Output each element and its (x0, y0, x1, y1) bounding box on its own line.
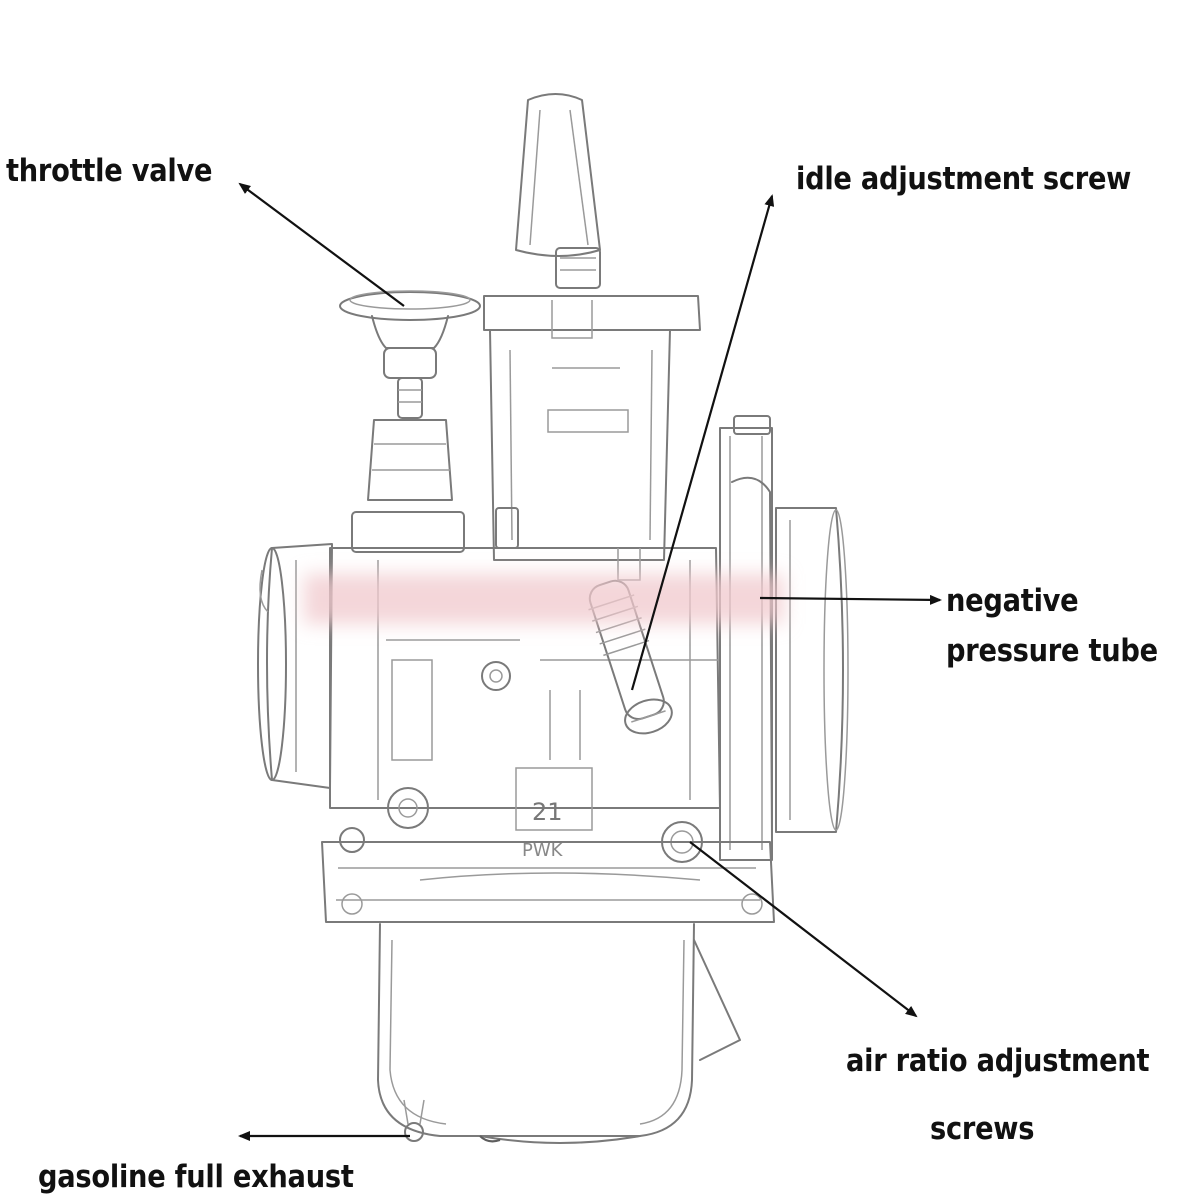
cast-number: 21 (532, 798, 563, 826)
top-spigot (515, 93, 601, 289)
label-throttle-valve: throttle valve (6, 153, 213, 189)
arrow-idle-screw (630, 194, 775, 691)
label-air-ratio-line1: air ratio adjustment (846, 1043, 1150, 1079)
arrow-air-ratio (689, 841, 918, 1018)
float-bowl (377, 923, 741, 1144)
right-intake (775, 507, 849, 833)
float-flange (321, 841, 775, 923)
slide-body (483, 295, 701, 561)
label-gasoline-full-exhaust: gasoline full exhaust (38, 1159, 354, 1195)
callout-arrows (238, 182, 942, 1141)
arrow-throttle-valve (238, 182, 405, 307)
cast-letters: PWK (522, 840, 564, 861)
label-air-ratio-line2: screws (930, 1111, 1035, 1147)
label-negative-pressure-line2: pressure tube (946, 633, 1158, 669)
left-intake (257, 543, 333, 789)
arrow-negative-pressure (759, 594, 942, 605)
label-negative-pressure-line1: negative (946, 583, 1079, 619)
throttle-knob-assembly (339, 290, 481, 553)
negative-pressure-tube (719, 415, 773, 861)
label-idle-adjustment-screw: idle adjustment screw (796, 161, 1132, 197)
watermark-blur (304, 574, 784, 624)
